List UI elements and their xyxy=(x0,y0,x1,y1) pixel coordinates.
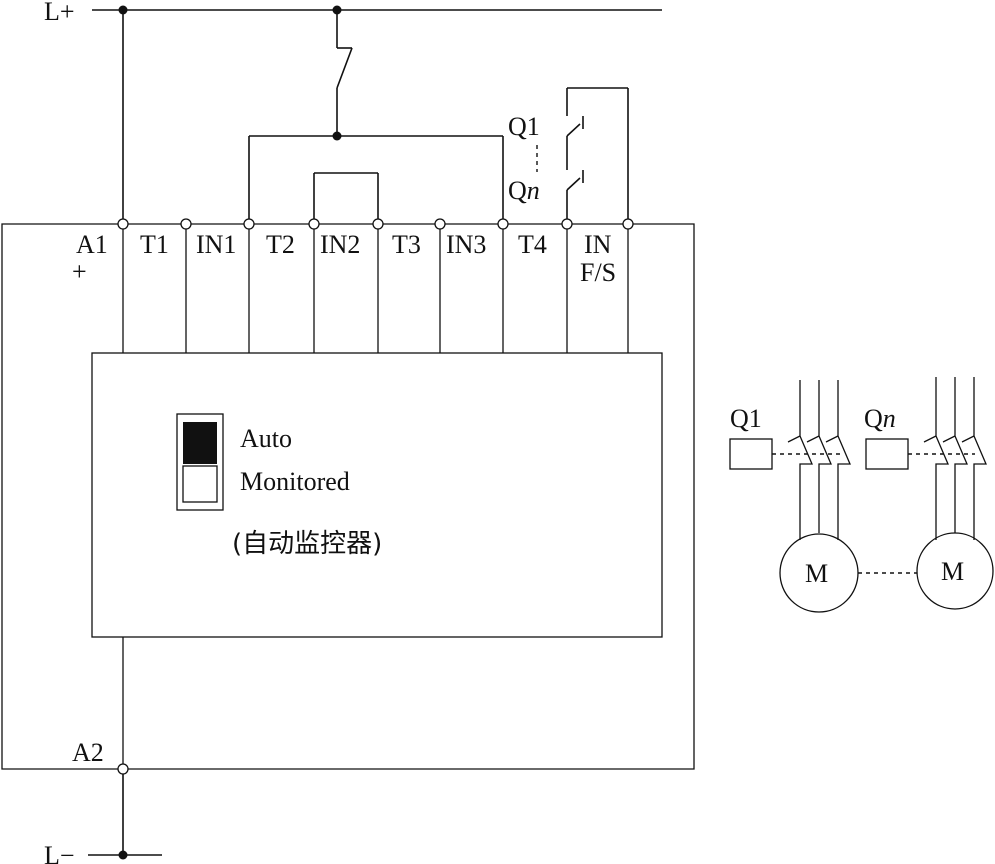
label-q1-coil: Q1 xyxy=(730,404,762,433)
label-l-plus: L+ xyxy=(44,0,75,26)
motor-n xyxy=(916,532,994,610)
mode-switch-knob xyxy=(183,422,217,464)
terminal-a2 xyxy=(117,763,129,775)
terminal-labels: A1 + T1 IN1 T2 IN2 T3 IN3 T4 IN F/S xyxy=(72,230,616,287)
label-in1: IN1 xyxy=(196,230,236,259)
mode-switch xyxy=(176,413,224,511)
contactor-coil-q1 xyxy=(729,438,773,470)
terminal-a1 xyxy=(117,218,129,230)
motor-circuit-1: Q1 M xyxy=(729,380,859,613)
label-l-minus: L− xyxy=(44,841,75,864)
label-motor-1: M xyxy=(805,559,828,588)
terminal-in1 xyxy=(243,218,255,230)
contactor-coil-qn xyxy=(865,438,909,470)
label-in: IN xyxy=(584,230,612,259)
label-motor-n: M xyxy=(941,557,964,586)
terminal-t2 xyxy=(308,218,320,230)
input-contact-switch xyxy=(332,10,353,141)
feedback-contact-loop xyxy=(566,87,629,224)
terminal-in2 xyxy=(372,218,384,230)
label-fs: F/S xyxy=(580,258,616,287)
label-auto: Auto xyxy=(240,424,292,453)
label-in2: IN2 xyxy=(320,230,360,259)
monitor-module: Auto Monitored (自动监控器) xyxy=(91,352,663,638)
label-in3: IN3 xyxy=(446,230,486,259)
label-a1-plus: + xyxy=(72,257,87,286)
terminal-t1 xyxy=(180,218,192,230)
t2-in2-bridge xyxy=(313,172,379,224)
label-qn-contact: Qn xyxy=(508,176,540,205)
terminal-in-fs xyxy=(622,218,634,230)
label-t1: T1 xyxy=(140,230,169,259)
motor-circuit-n: Qn M xyxy=(864,377,994,610)
in1-t4-bus xyxy=(248,135,504,224)
terminal-t3 xyxy=(434,218,446,230)
label-t4: T4 xyxy=(518,230,547,259)
supply-negative-rail: L− xyxy=(44,841,162,864)
label-t2: T2 xyxy=(266,230,295,259)
label-monitored: Monitored xyxy=(240,467,350,496)
label-a1: A1 xyxy=(76,230,108,259)
label-q1-contact: Q1 xyxy=(508,112,540,141)
terminal-in3 xyxy=(497,218,509,230)
terminal-t4 xyxy=(561,218,573,230)
label-a2: A2 xyxy=(72,738,104,767)
terminal-internal-wires xyxy=(122,224,629,353)
supply-positive-rail: L+ xyxy=(44,0,662,26)
label-t3: T3 xyxy=(392,230,421,259)
terminal-row xyxy=(117,218,634,230)
enclosure-outline xyxy=(1,223,695,770)
label-qn-coil: Qn xyxy=(864,404,896,433)
module-caption: (自动监控器) xyxy=(232,529,382,559)
